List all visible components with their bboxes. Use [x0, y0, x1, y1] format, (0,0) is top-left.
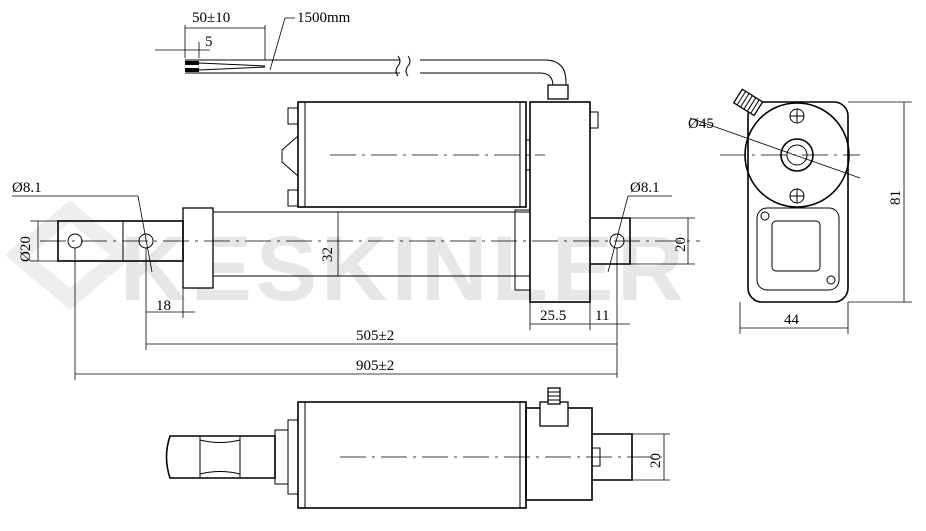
end-height-label: 81	[888, 190, 904, 205]
end-view	[720, 88, 860, 303]
motor-dia-label: Ø45	[688, 116, 714, 132]
front-hole-label: Ø8.1	[630, 180, 660, 196]
body-height-label: 32	[320, 247, 336, 262]
cable-length-label: 1500mm	[297, 10, 351, 26]
front-offset-a-label: 25.5	[540, 308, 566, 324]
side-view	[40, 101, 700, 303]
rod-dia-label: Ø20	[18, 236, 34, 262]
rear-hole-label: Ø8.1	[12, 180, 42, 196]
front-offset-b-label: 11	[595, 308, 609, 324]
side-dimensions: Ø20 Ø8.1 32 Ø8.1 20 18 25.5 11 505±2	[12, 180, 695, 380]
end-dimensions: Ø45 81 44	[688, 101, 912, 334]
bottom-dimensions: 20	[632, 433, 670, 481]
retracted-length-label: 505±2	[356, 328, 394, 344]
bottom-clevis-width-label: 20	[648, 453, 664, 468]
bottom-view	[165, 387, 665, 509]
front-clevis-width-label: 20	[673, 237, 689, 252]
wire-strip-label: 50±10	[192, 10, 230, 26]
extended-length-label: 905±2	[356, 358, 394, 374]
rear-offset-label: 18	[156, 298, 171, 314]
cable	[185, 55, 569, 100]
end-width-label: 44	[784, 312, 800, 328]
wire-end-label: 5	[205, 34, 213, 50]
wire-dimensions: 50±10 5 1500mm	[155, 10, 351, 71]
